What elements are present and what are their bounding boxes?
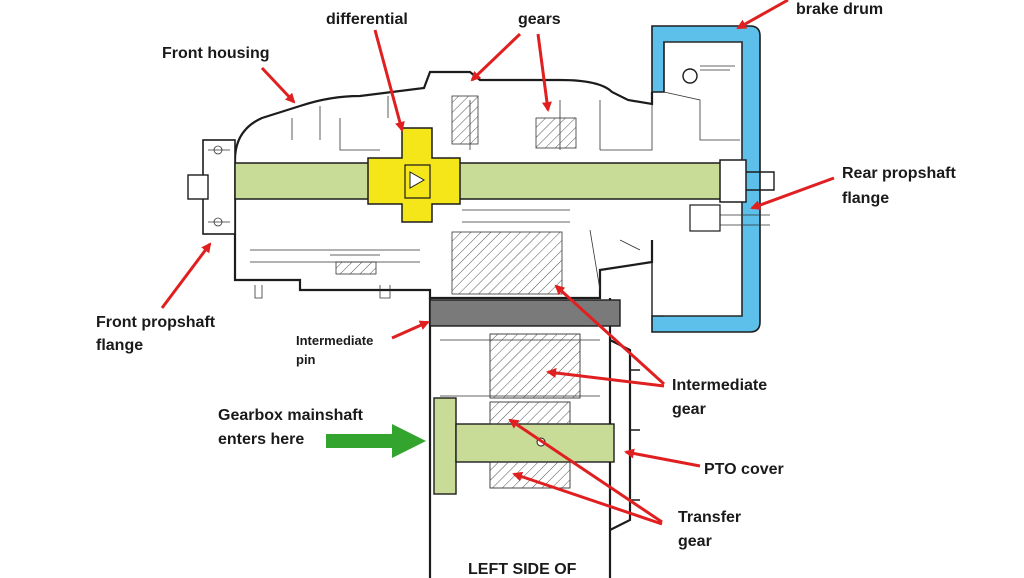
arrow-intermediate-pin [391, 320, 430, 340]
arrow-transfer-gear-2 [512, 471, 663, 526]
label-bottom-caption: LEFT SIDE OF [468, 561, 577, 578]
intermediate-housing-part [428, 209, 641, 578]
gearbox-mainshaft-part [433, 397, 615, 495]
label-pto-cover: PTO cover [704, 461, 784, 478]
intermediate-pin-part [429, 299, 621, 327]
label-front-propshaft-line2: flange [96, 337, 143, 354]
transfer-gear-part [489, 401, 571, 425]
differential-part [367, 127, 461, 223]
label-transfer-gear-line2: gear [678, 533, 712, 550]
label-intermediate-gear-line1: Intermediate [672, 377, 767, 394]
label-gearbox-mainshaft-line2: enters here [218, 431, 304, 448]
arrow-transfer-gear-1 [508, 418, 663, 524]
label-rear-propshaft-line1: Rear propshaft [842, 165, 956, 182]
arrow-intermediate-gear-1 [554, 284, 666, 386]
callout-arrows [160, 0, 835, 526]
arrow-rear-propshaft [750, 176, 835, 210]
labels: differential gears brake drum Front hous… [96, 1, 956, 578]
label-intermediate-pin-line2: pin [296, 352, 316, 367]
arrow-intermediate-gear-2 [546, 367, 665, 388]
label-differential: differential [326, 11, 408, 28]
rear-propshaft-flange-part [689, 159, 775, 232]
arrow-brake-drum [736, 0, 789, 30]
label-gears: gears [518, 11, 561, 28]
intermediate-gear-part [489, 333, 581, 399]
label-rear-propshaft-line2: flange [842, 190, 889, 207]
label-front-housing: Front housing [162, 45, 270, 62]
arrow-differential [373, 29, 405, 132]
label-brake-drum: brake drum [796, 1, 883, 18]
arrow-front-housing [260, 66, 296, 104]
front-propshaft-flange-part [187, 139, 236, 235]
transfer-box-drawing [187, 25, 775, 578]
arrow-front-propshaft [160, 242, 212, 309]
label-front-propshaft-line1: Front propshaft [96, 314, 216, 331]
main-shaft [234, 162, 746, 200]
pto-cover-part [630, 369, 640, 501]
arrow-gearbox-mainshaft [326, 424, 426, 458]
label-intermediate-gear-line2: gear [672, 401, 706, 418]
front-housing-part [233, 65, 740, 300]
label-transfer-gear-line1: Transfer [678, 509, 741, 526]
label-intermediate-pin-line1: Intermediate [296, 333, 373, 348]
arrow-pto-cover [624, 448, 701, 468]
arrow-gears-2 [536, 33, 552, 112]
label-gearbox-mainshaft-line1: Gearbox mainshaft [218, 407, 364, 424]
arrow-gears-1 [470, 32, 522, 82]
